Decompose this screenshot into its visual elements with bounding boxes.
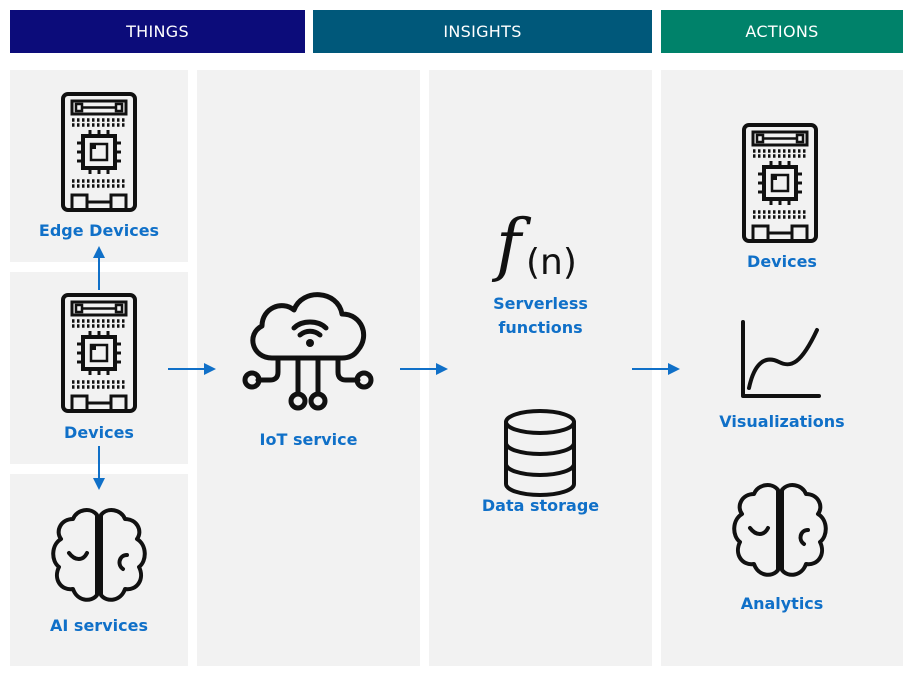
database-icon [502,408,578,498]
visualizations-label: Visualizations [719,412,845,431]
serverless-functions-label: Serverless functions [429,292,652,340]
brain-icon [47,505,151,609]
actions-header-label: ACTIONS [745,22,819,41]
iot-cloud-icon [238,286,378,416]
iot-service-label: IoT service [259,430,358,449]
devices-label: Devices [64,423,134,442]
things-header-label: THINGS [126,22,189,41]
brain-icon [728,480,832,584]
data-storage-label: Data storage [481,496,600,515]
function-icon: f (n) [496,208,596,288]
arrow-down-icon [92,446,106,490]
device-icon [742,123,818,243]
edge-device-icon [61,92,137,212]
function-symbol: f [496,206,522,285]
action-devices-label: Devices [747,252,817,271]
chart-icon [739,320,823,400]
things-header: THINGS [10,10,305,53]
arrow-up-icon [92,246,106,290]
serverless-functions-line1: Serverless [493,294,588,313]
iot-service-panel [197,70,420,666]
actions-header: ACTIONS [661,10,903,53]
serverless-functions-line2: functions [498,318,583,337]
ai-services-label: AI services [50,616,148,635]
insights-header: INSIGHTS [313,10,652,53]
device-icon [61,293,137,413]
insights-header-label: INSIGHTS [443,22,522,41]
insights-panel [429,70,652,666]
edge-devices-label: Edge Devices [38,221,160,240]
arrow-right-icon [400,362,448,376]
arrow-right-icon [168,362,216,376]
function-argument: (n) [526,242,577,283]
arrow-right-icon [632,362,680,376]
analytics-label: Analytics [740,594,824,613]
